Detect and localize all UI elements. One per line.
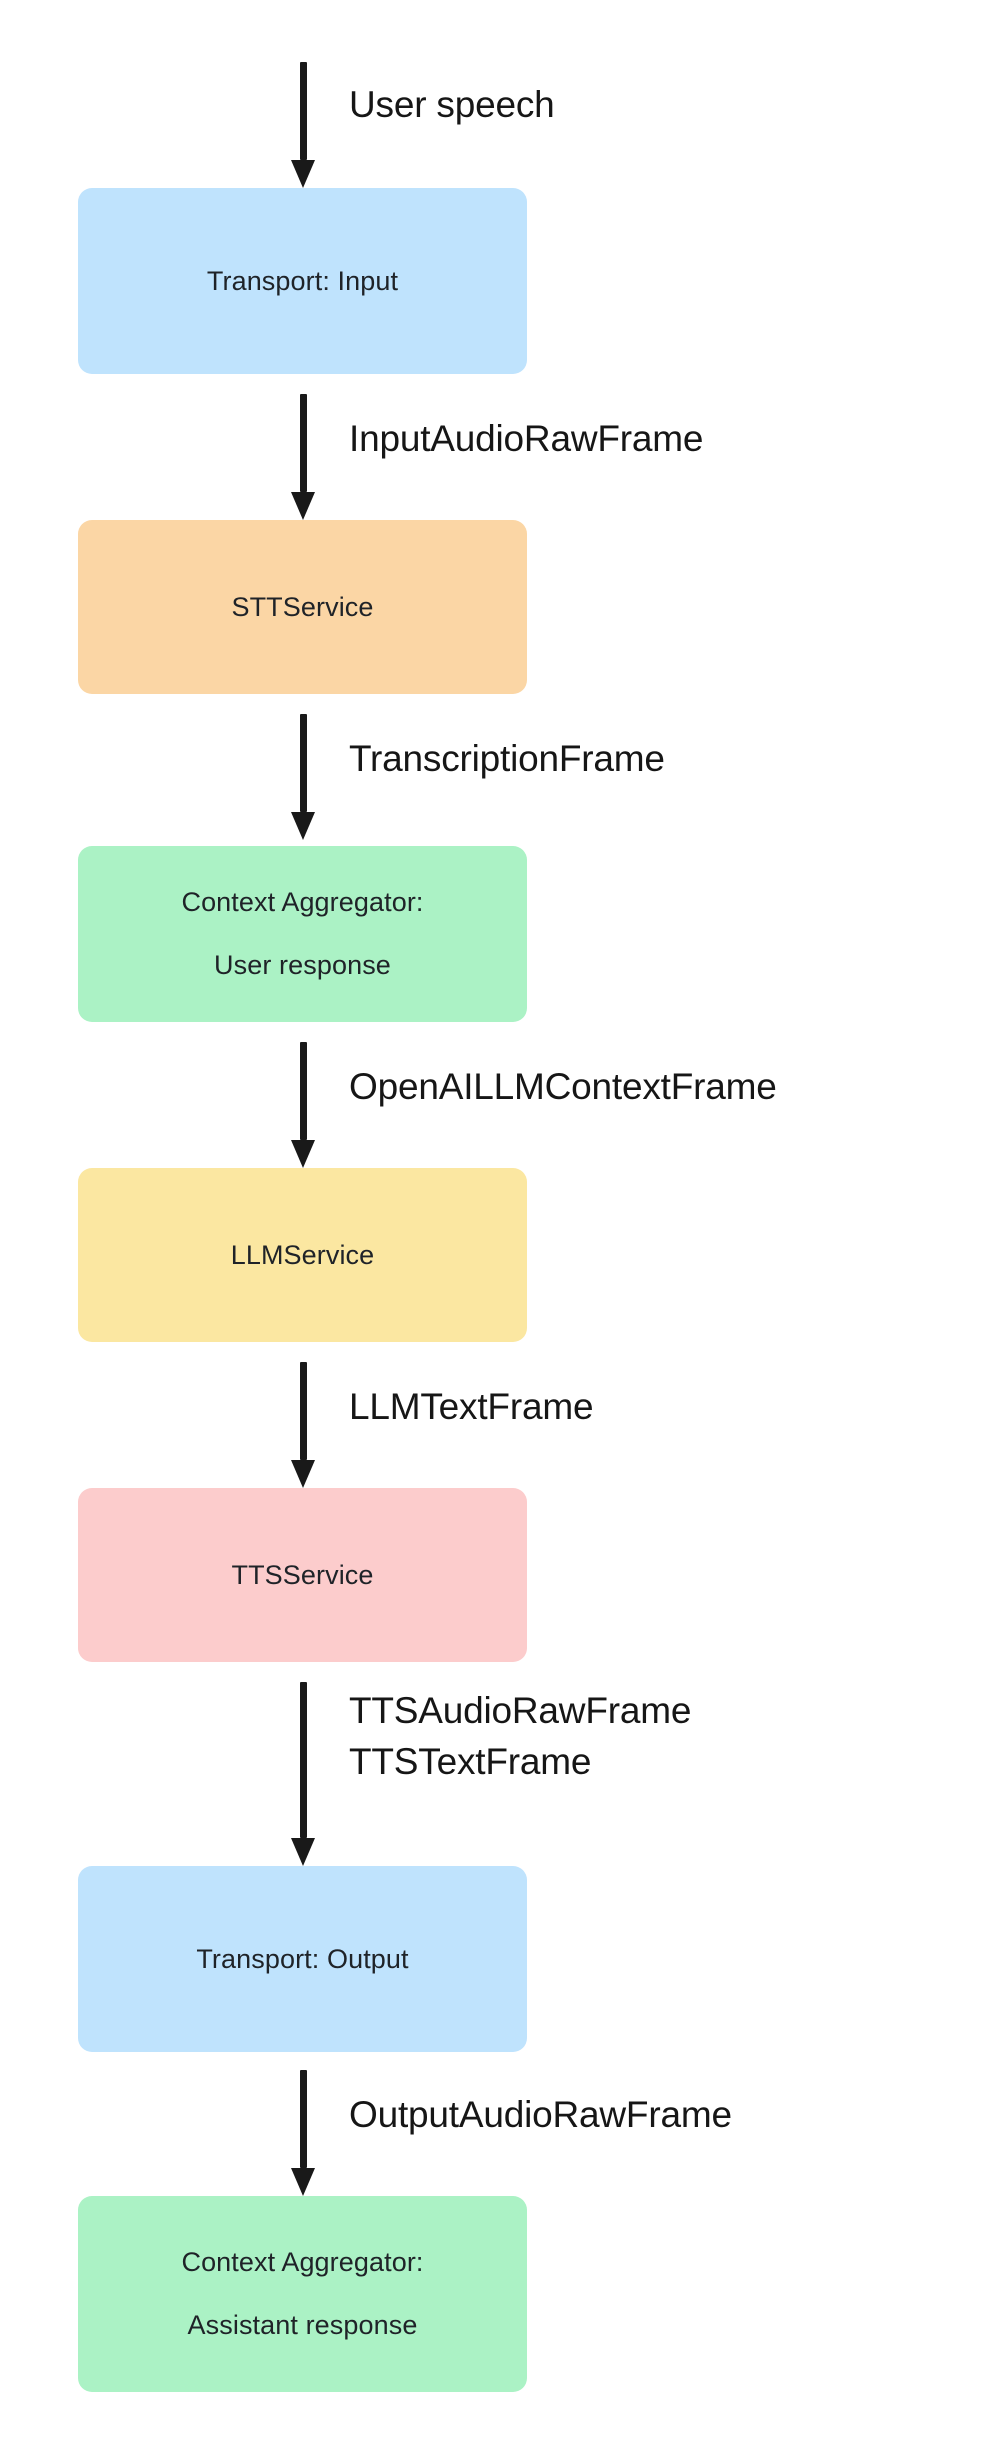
node-label-context-aggregator-assistant-line1: Context Aggregator: xyxy=(181,2247,424,2277)
node-llm-service[interactable]: LLMService xyxy=(78,1168,527,1342)
node-tts-service[interactable]: TTSService xyxy=(78,1488,527,1662)
node-context-aggregator-user[interactable]: Context Aggregator: User response xyxy=(78,846,527,1022)
node-label-transport-output: Transport: Output xyxy=(196,1943,409,1974)
arrow-user-speech xyxy=(291,62,315,188)
edge-label-line: OutputAudioRawFrame xyxy=(349,2094,732,2135)
edge-label-output-audio-raw-frame: OutputAudioRawFrame xyxy=(349,2096,732,2133)
edge-label-openai-llm-context-frame: OpenAILLMContextFrame xyxy=(349,1068,777,1105)
node-label-transport-input: Transport: Input xyxy=(206,265,399,296)
node-context-aggregator-assistant[interactable]: Context Aggregator: Assistant response xyxy=(78,2196,527,2392)
node-transport-input[interactable]: Transport: Input xyxy=(78,188,527,374)
node-stt-service[interactable]: STTService xyxy=(78,520,527,694)
edge-label-line: User speech xyxy=(349,84,555,125)
edge-label-line: LLMTextFrame xyxy=(349,1386,594,1427)
node-label-context-aggregator-user-line1: Context Aggregator: xyxy=(181,887,424,917)
edge-label-tts-frames: TTSAudioRawFrame TTSTextFrame xyxy=(349,1692,691,1780)
arrow-transcription-frame xyxy=(291,714,315,840)
node-label-tts-service: TTSService xyxy=(231,1559,374,1590)
edge-label-transcription-frame: TranscriptionFrame xyxy=(349,740,665,777)
node-label-stt-service: STTService xyxy=(231,591,374,622)
arrow-tts-frames xyxy=(291,1682,315,1866)
arrow-output-audio-raw-frame xyxy=(291,2070,315,2196)
arrow-openai-llm-context-frame xyxy=(291,1042,315,1168)
node-label-llm-service: LLMService xyxy=(230,1239,375,1270)
edge-label-user-speech: User speech xyxy=(349,86,555,123)
edge-label-line: TTSTextFrame xyxy=(349,1741,592,1782)
edge-label-line: InputAudioRawFrame xyxy=(349,418,704,459)
arrow-llm-text-frame xyxy=(291,1362,315,1488)
edge-label-llm-text-frame: LLMTextFrame xyxy=(349,1386,594,1427)
edge-label-line: OpenAILLMContextFrame xyxy=(349,1066,777,1107)
node-label-context-aggregator-user-line2: User response xyxy=(214,950,391,980)
arrow-input-audio-raw-frame xyxy=(291,394,315,520)
edge-label-line: TranscriptionFrame xyxy=(349,738,665,779)
edge-label-line: TTSAudioRawFrame xyxy=(349,1690,692,1731)
node-label-context-aggregator-assistant-line2: Assistant response xyxy=(187,2310,418,2340)
edge-label-input-audio-raw-frame: InputAudioRawFrame xyxy=(349,420,703,457)
node-transport-output[interactable]: Transport: Output xyxy=(78,1866,527,2052)
